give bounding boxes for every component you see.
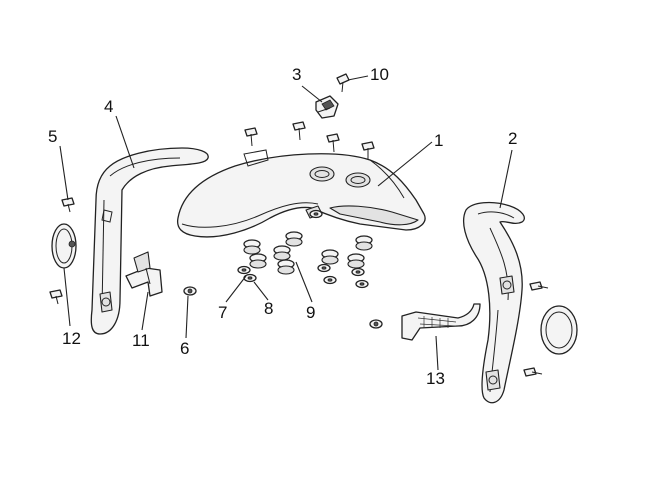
right-fender-stay xyxy=(462,201,525,404)
callout-10: 10 xyxy=(370,65,389,84)
screw-icon xyxy=(61,197,75,213)
rubber-grommet-group xyxy=(243,231,373,275)
callout-7: 7 xyxy=(218,303,227,322)
screw-icon xyxy=(529,281,549,291)
washer-screw xyxy=(183,286,197,296)
callout-6: 6 xyxy=(180,339,189,358)
screw-icon xyxy=(523,367,543,377)
left-reflector xyxy=(51,223,77,269)
screw-icon xyxy=(49,289,63,305)
nut-group xyxy=(237,209,369,289)
callout-12: 12 xyxy=(62,329,81,348)
bolt-icon xyxy=(361,141,375,160)
leader-lines xyxy=(59,75,513,371)
callout-2: 2 xyxy=(508,129,517,148)
front-fender xyxy=(176,149,426,238)
small-bracket xyxy=(125,251,163,297)
callout-1: 1 xyxy=(434,131,443,150)
washer-screw xyxy=(369,319,383,329)
bolt-icon xyxy=(292,121,306,141)
callout-3: 3 xyxy=(292,65,301,84)
fender-bolt-group xyxy=(244,121,375,160)
callout-13: 13 xyxy=(426,369,445,388)
callout-8: 8 xyxy=(264,299,273,318)
clip-screw xyxy=(336,73,350,93)
callout-11: 11 xyxy=(132,331,150,350)
left-fender-stay xyxy=(90,147,209,335)
tube-bracket xyxy=(401,303,481,341)
callout-4: 4 xyxy=(104,97,113,116)
bolt-icon xyxy=(326,133,340,153)
callout-5: 5 xyxy=(48,127,57,146)
callout-9: 9 xyxy=(306,303,315,322)
bolt-icon xyxy=(244,127,258,147)
right-reflector xyxy=(540,305,578,355)
